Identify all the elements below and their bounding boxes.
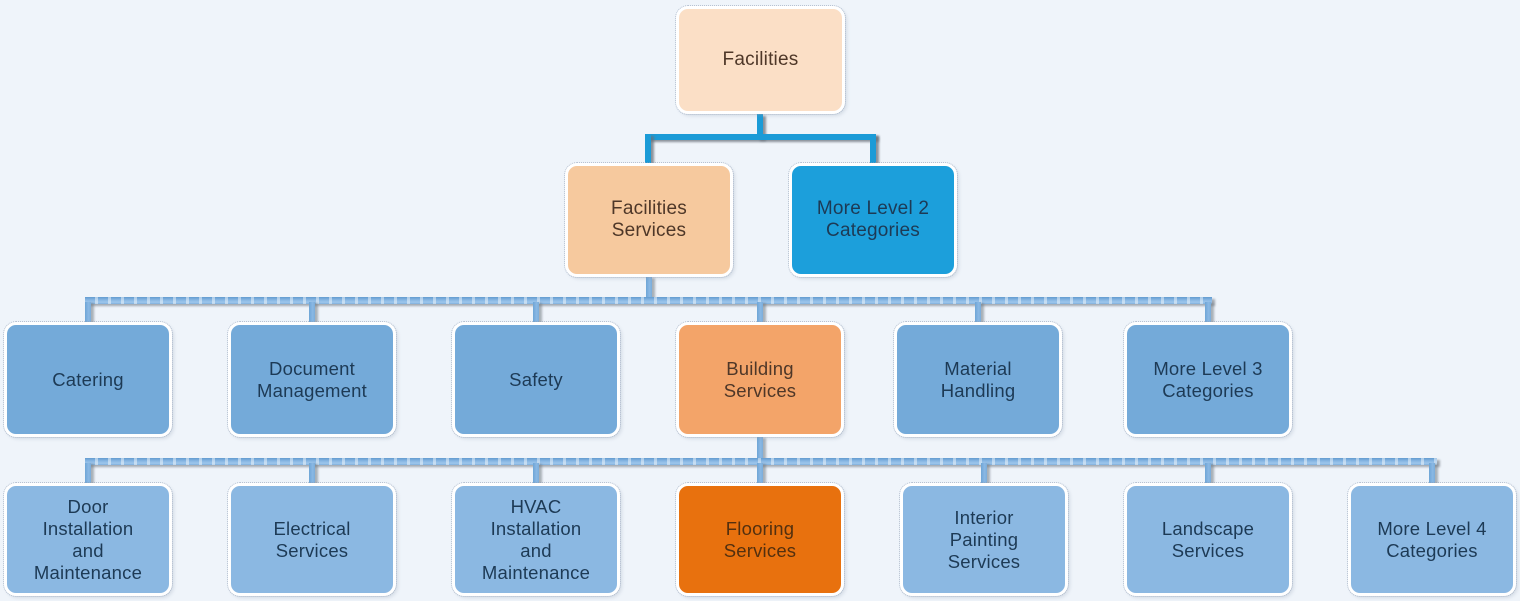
connector-stub	[757, 463, 763, 484]
node-flooring-services-label: Flooring Services	[723, 517, 797, 561]
node-more-level-3-categories-label: More Level 3 Categories	[1153, 357, 1263, 401]
node-facilities-label: Facilities	[722, 49, 799, 70]
node-safety[interactable]: Safety	[451, 321, 621, 438]
connector-stub	[309, 463, 315, 484]
node-building-services-label: Building Services	[723, 357, 797, 401]
connector-bus	[85, 458, 1437, 465]
connector-stub	[85, 302, 91, 324]
node-material-handling-label: Material Handling	[940, 357, 1016, 401]
connector-stub	[1205, 302, 1211, 324]
node-door-installation-and-maintenance-label: Door Installation and Maintenance	[33, 495, 143, 583]
node-safety-label: Safety	[509, 368, 563, 390]
node-door-installation-and-maintenance[interactable]: Door Installation and Maintenance	[3, 482, 173, 597]
connector-stub	[533, 302, 539, 324]
node-landscape-services-label: Landscape Services	[1161, 517, 1255, 561]
connector-bus	[645, 134, 876, 140]
node-document-management[interactable]: Document Management	[227, 321, 397, 438]
node-more-level-4-categories-label: More Level 4 Categories	[1377, 517, 1487, 561]
connector-stub	[757, 114, 763, 139]
node-interior-painting-services[interactable]: Interior Painting Services	[899, 482, 1069, 597]
node-catering[interactable]: Catering	[3, 321, 173, 438]
connector-stub	[975, 302, 981, 324]
node-building-services[interactable]: Building Services	[675, 321, 845, 438]
connector-stub	[757, 437, 763, 461]
connector-stub	[646, 277, 652, 301]
node-more-level-2-categories[interactable]: More Level 2 Categories	[788, 162, 958, 278]
node-landscape-services[interactable]: Landscape Services	[1123, 482, 1293, 597]
connector-stub	[870, 134, 876, 164]
connector-stub	[309, 302, 315, 324]
node-catering-label: Catering	[52, 368, 124, 390]
node-facilities[interactable]: Facilities	[675, 5, 846, 115]
connector-stub	[1429, 463, 1435, 484]
connector-stub	[85, 463, 91, 484]
node-flooring-services[interactable]: Flooring Services	[675, 482, 845, 597]
node-more-level-2-categories-label: More Level 2 Categories	[816, 198, 930, 241]
node-interior-painting-services-label: Interior Painting Services	[947, 506, 1021, 572]
node-electrical-services-label: Electrical Services	[273, 517, 351, 561]
node-facilities-services-label: Facilities Services	[611, 198, 687, 241]
connector-stub	[645, 134, 651, 164]
node-document-management-label: Document Management	[257, 357, 367, 401]
connector-bus	[85, 297, 1212, 304]
node-more-level-3-categories[interactable]: More Level 3 Categories	[1123, 321, 1293, 438]
node-more-level-4-categories[interactable]: More Level 4 Categories	[1347, 482, 1517, 597]
node-material-handling[interactable]: Material Handling	[893, 321, 1063, 438]
connector-stub	[757, 302, 763, 324]
connector-stub	[981, 463, 987, 484]
node-electrical-services[interactable]: Electrical Services	[227, 482, 397, 597]
connector-stub	[533, 463, 539, 484]
node-facilities-services[interactable]: Facilities Services	[564, 162, 734, 278]
connector-stub	[1205, 463, 1211, 484]
node-hvac-installation-and-maintenance[interactable]: HVAC Installation and Maintenance	[451, 482, 621, 597]
node-hvac-installation-and-maintenance-label: HVAC Installation and Maintenance	[481, 495, 591, 583]
